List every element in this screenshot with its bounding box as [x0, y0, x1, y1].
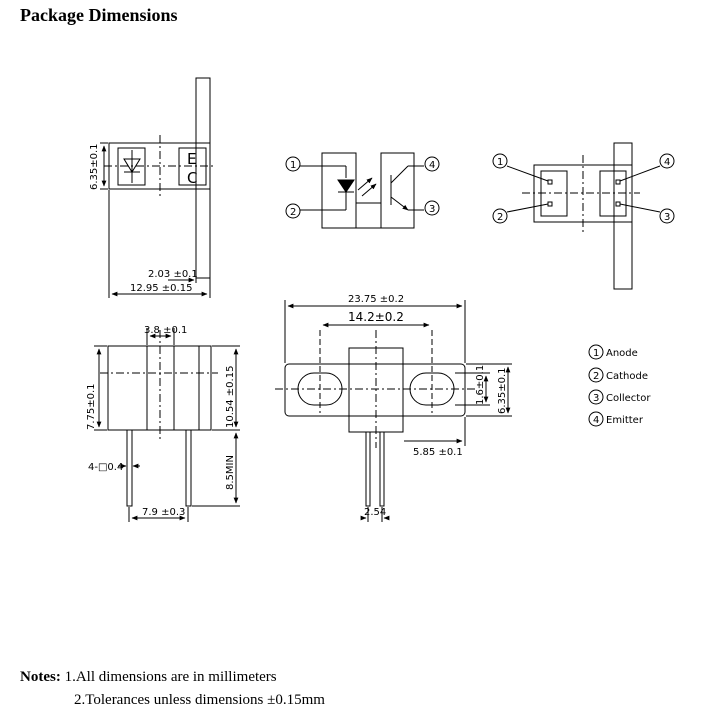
schematic-pin-3-label: 3 — [429, 204, 435, 215]
dim-side-hole-h: 1.6±0.1 — [475, 365, 486, 405]
legend-num-2: 2 — [593, 371, 599, 382]
dim-top-w2: 12.95 ±0.15 — [130, 283, 192, 294]
dim-front-h2: 10.54 ±0.15 — [225, 366, 236, 428]
top-view-letter-c: C — [187, 169, 197, 187]
dim-side-pin: 2.54 — [364, 507, 386, 518]
bottom-pin-3-label: 3 — [664, 212, 670, 223]
top-view-letter-e: E — [187, 150, 196, 168]
dim-front-pitch: 7.9 ±0.3 — [142, 507, 185, 518]
dim-front-h1: 7.75±0.1 — [86, 383, 97, 430]
top-view-led-window — [117, 147, 146, 186]
pin-legend — [588, 344, 604, 427]
notes-label: Notes: — [20, 669, 61, 685]
note-2-text: 2.Tolerances unless dimensions ±0.15mm — [74, 692, 325, 708]
legend-num-3: 3 — [593, 393, 599, 404]
legend-name-3: Collector — [606, 393, 651, 404]
schematic-pin-2-label: 2 — [290, 207, 296, 218]
legend-name-2: Cathode — [606, 371, 648, 382]
note-1: Notes: 1.All dimensions are in millimete… — [20, 666, 325, 689]
legend-name-1: Anode — [606, 348, 638, 359]
schematic-pin-4-label: 4 — [429, 160, 435, 171]
notes: Notes: 1.All dimensions are in millimete… — [20, 666, 325, 712]
dim-top-w1: 2.03 ±0.1 — [148, 269, 198, 280]
dim-side-h: 6.35±0.1 — [497, 367, 508, 414]
legend-num-4: 4 — [593, 415, 599, 426]
top-view — [100, 77, 214, 298]
package-drawing: E C 6.35±0.1 2.03 ±0.1 12.95 ±0.15 1 2 3… — [86, 77, 675, 522]
dim-front-pin: 4-□0.4 — [88, 462, 123, 473]
page-title: Package Dimensions — [20, 5, 178, 25]
bottom-pin-1-label: 1 — [497, 157, 503, 168]
side-view — [275, 300, 512, 522]
dim-top-height: 6.35±0.1 — [89, 143, 100, 190]
dim-front-lead: 8.5MIN — [225, 455, 236, 490]
schematic-pin-1-label: 1 — [290, 160, 296, 171]
dim-front-slot: 3.8 ±0.1 — [144, 325, 187, 336]
bottom-pin-2-label: 2 — [497, 212, 503, 223]
schematic-pin-4 — [424, 156, 440, 172]
schematic-pin-1 — [285, 156, 301, 172]
dim-side-total: 23.75 ±0.2 — [348, 294, 404, 305]
bottom-view — [492, 142, 675, 290]
dim-side-off: 5.85 ±0.1 — [413, 447, 463, 458]
schematic-pin-2 — [285, 203, 301, 219]
note-2: 2.Tolerances unless dimensions ±0.15mm — [20, 689, 325, 712]
schematic — [285, 152, 440, 229]
note-1-text: 1.All dimensions are in millimeters — [64, 669, 277, 685]
dim-side-holes: 14.2±0.2 — [348, 310, 404, 324]
schematic-pin-3 — [424, 200, 440, 216]
front-view — [94, 328, 240, 522]
side-view-flange — [284, 363, 466, 417]
top-view-tab — [195, 77, 211, 279]
legend-num-1: 1 — [593, 348, 599, 359]
bottom-pin-4-label: 4 — [664, 157, 670, 168]
legend-name-4: Emitter — [606, 415, 644, 426]
